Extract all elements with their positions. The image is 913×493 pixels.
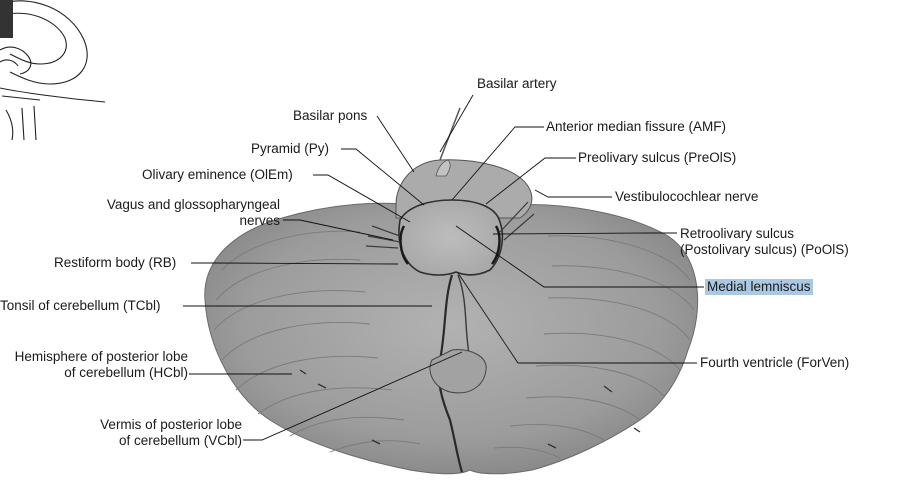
label-vermis-line1: Vermis of posterior lobe bbox=[60, 417, 242, 433]
label-vestibulocochlear-nerve: Vestibulocochlear nerve bbox=[615, 189, 758, 205]
label-vagus-line2: nerves bbox=[80, 213, 280, 229]
label-medial-lemniscus: Medial lemniscus bbox=[705, 279, 813, 295]
label-vermis-posterior-lobe: Vermis of posterior lobe of cerebellum (… bbox=[60, 417, 242, 449]
label-tonsil-cerebellum: Tonsil of cerebellum (TCbl) bbox=[0, 298, 161, 314]
label-olivary-eminence: Olivary eminence (OlEm) bbox=[142, 167, 293, 183]
label-hemisphere-posterior-lobe: Hemisphere of posterior lobe of cerebell… bbox=[0, 349, 188, 381]
label-restiform-body: Restiform body (RB) bbox=[54, 255, 176, 271]
label-pyramid: Pyramid (Py) bbox=[251, 141, 329, 157]
label-vagus-line1: Vagus and glossopharyngeal bbox=[80, 197, 280, 213]
label-preolivary-sulcus: Preolivary sulcus (PreOlS) bbox=[578, 150, 736, 166]
label-retroolivary-line2: (Postolivary sulcus) (PoOlS) bbox=[680, 242, 849, 258]
label-hemisphere-line2: of cerebellum (HCbl) bbox=[0, 365, 188, 381]
label-retroolivary-line1: Retroolivary sulcus bbox=[680, 226, 849, 242]
label-retroolivary-sulcus: Retroolivary sulcus (Postolivary sulcus)… bbox=[680, 226, 849, 258]
label-anterior-median-fissure: Anterior median fissure (AMF) bbox=[546, 119, 726, 135]
label-basilar-pons: Basilar pons bbox=[293, 108, 367, 124]
label-basilar-artery: Basilar artery bbox=[477, 76, 557, 92]
label-hemisphere-line1: Hemisphere of posterior lobe bbox=[0, 349, 188, 365]
label-vagus-glossopharyngeal: Vagus and glossopharyngeal nerves bbox=[80, 197, 280, 229]
label-vermis-line2: of cerebellum (VCbl) bbox=[60, 433, 242, 449]
label-fourth-ventricle: Fourth ventricle (ForVen) bbox=[700, 355, 849, 371]
